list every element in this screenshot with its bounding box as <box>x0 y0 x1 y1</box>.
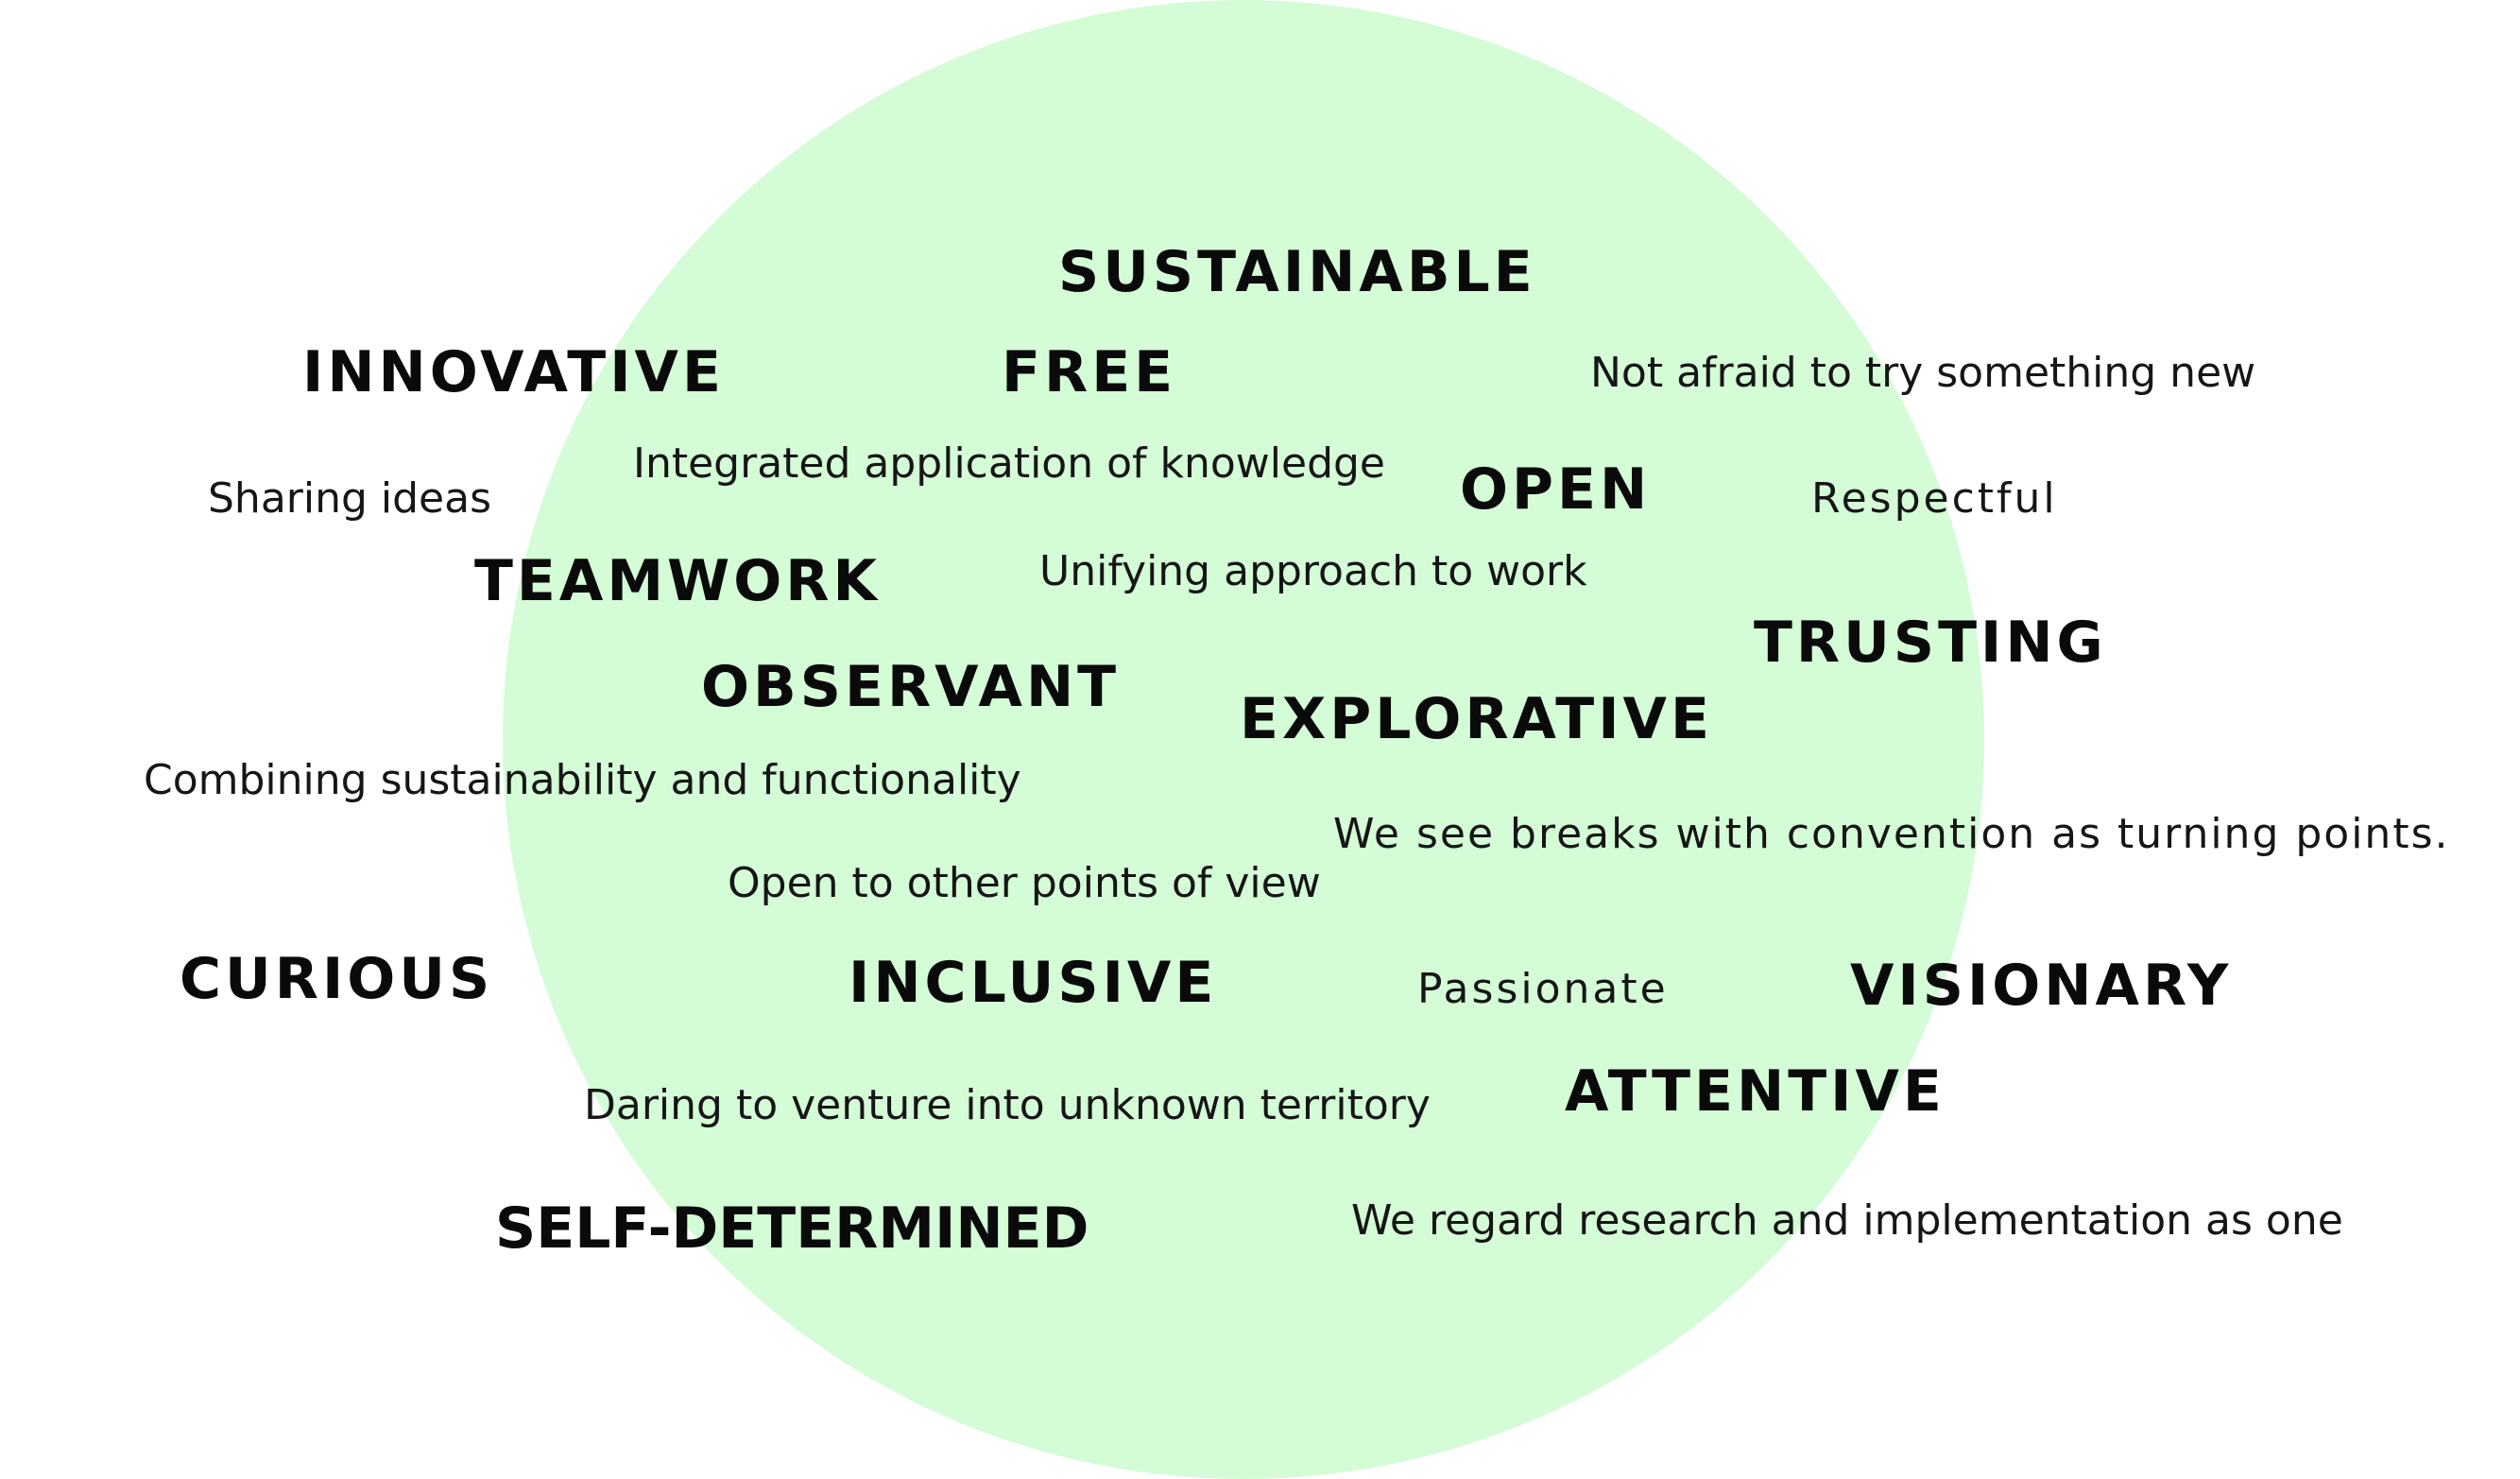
keyword-observant: OBSERVANT <box>701 654 1121 720</box>
keyword-self-determined: SELF-DETERMINED <box>495 1195 1089 1262</box>
phrase-research: We regard research and implementation as… <box>1351 1196 2343 1245</box>
phrase-integrated: Integrated application of knowledge <box>633 439 1385 488</box>
phrase-daring: Daring to venture into unknown territory <box>584 1081 1431 1129</box>
background-circle <box>503 0 1984 1479</box>
phrase-open-points: Open to other points of view <box>728 859 1321 907</box>
keyword-attentive: ATTENTIVE <box>1565 1058 1946 1125</box>
keyword-sustainable: SUSTAINABLE <box>1058 239 1536 305</box>
keyword-curious: CURIOUS <box>180 946 494 1012</box>
keyword-inclusive: INCLUSIVE <box>849 950 1218 1016</box>
phrase-sharing-ideas: Sharing ideas <box>208 474 492 523</box>
phrase-respectful: Respectful <box>1811 474 2058 523</box>
keyword-open: OPEN <box>1460 456 1652 523</box>
keyword-explorative: EXPLORATIVE <box>1240 686 1713 752</box>
phrase-passionate: Passionate <box>1417 965 1669 1013</box>
phrase-not-afraid: Not afraid to try something new <box>1590 349 2256 397</box>
keyword-trusting: TRUSTING <box>1754 610 2107 676</box>
phrase-breaks: We see breaks with convention as turning… <box>1333 810 2450 858</box>
keyword-teamwork: TEAMWORK <box>474 548 881 614</box>
keyword-free: FREE <box>1002 339 1177 405</box>
phrase-combining: Combining sustainability and functionali… <box>144 756 1021 804</box>
phrase-unifying: Unifying approach to work <box>1039 547 1587 595</box>
keyword-visionary: VISIONARY <box>1850 953 2233 1019</box>
keyword-innovative: INNOVATIVE <box>302 339 725 405</box>
